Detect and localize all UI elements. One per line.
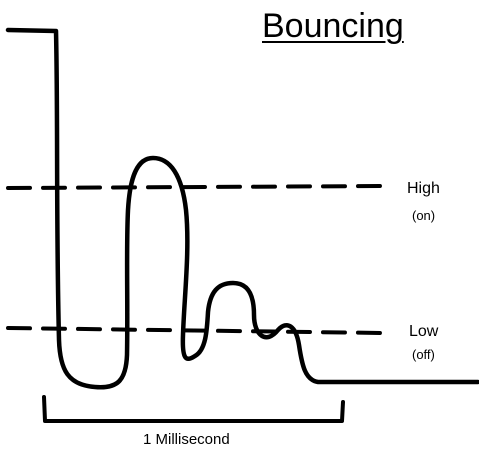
low-threshold-line — [6, 326, 386, 335]
high-threshold-line — [6, 184, 386, 190]
low-level-label: Low — [409, 323, 439, 340]
duration-label: 1 Millisecond — [143, 431, 230, 448]
high-level-label: High — [407, 180, 440, 197]
low-state-label: (off) — [412, 347, 435, 362]
time-span-bracket — [42, 395, 345, 423]
diagram-title: Bouncing — [262, 7, 404, 45]
high-state-label: (on) — [412, 208, 436, 223]
signal-waveform — [5, 27, 479, 390]
